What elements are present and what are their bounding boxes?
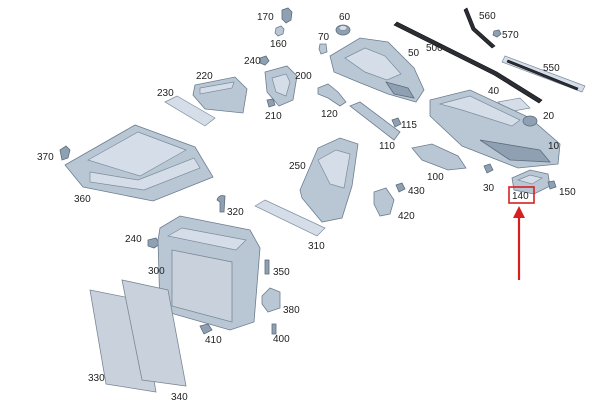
part-120-pipe[interactable]: [317, 83, 347, 107]
part-400-screw[interactable]: [271, 323, 277, 335]
part-250-panel[interactable]: [299, 137, 359, 223]
part-150-clip[interactable]: [547, 180, 557, 190]
label-560: 560: [479, 11, 496, 22]
label-140: 140: [512, 191, 529, 202]
label-570: 570: [502, 30, 519, 41]
label-400: 400: [273, 334, 290, 345]
part-240-clip-lower[interactable]: [147, 237, 161, 249]
label-110: 110: [379, 141, 395, 152]
label-170: 170: [257, 12, 274, 23]
label-150: 150: [559, 187, 576, 198]
label-20: 20: [543, 111, 555, 122]
label-120: 120: [321, 109, 338, 120]
highlight-box: [508, 186, 535, 204]
part-110-pipe[interactable]: [349, 101, 401, 141]
part-140-bracket[interactable]: [511, 169, 551, 195]
label-30: 30: [483, 183, 495, 194]
highlight-140[interactable]: 140: [508, 186, 535, 204]
part-10-panel[interactable]: [429, 89, 561, 169]
label-250: 250: [289, 161, 306, 172]
part-30-clip[interactable]: [483, 163, 494, 174]
label-380: 380: [283, 305, 300, 316]
label-340: 340: [171, 392, 188, 403]
part-220-duct[interactable]: [192, 76, 248, 114]
label-160: 160: [270, 39, 287, 50]
label-330: 330: [88, 373, 105, 384]
part-340-filter[interactable]: [121, 279, 187, 387]
part-115-clip[interactable]: [391, 117, 402, 128]
label-410: 410: [205, 335, 222, 346]
label-115: 115: [401, 120, 417, 131]
part-210-clip[interactable]: [266, 98, 276, 108]
part-360-frame[interactable]: [64, 124, 214, 202]
part-560-seal[interactable]: [463, 7, 496, 49]
label-310: 310: [308, 241, 325, 252]
label-50: 50: [408, 48, 420, 59]
label-360: 360: [74, 194, 91, 205]
part-430-clip[interactable]: [395, 182, 406, 193]
part-200-bracket[interactable]: [264, 65, 298, 107]
part-100-duct[interactable]: [411, 143, 467, 171]
label-500: 500: [426, 43, 443, 54]
label-10: 10: [548, 141, 560, 152]
part-380-clamp[interactable]: [261, 287, 281, 313]
label-230: 230: [157, 88, 174, 99]
part-410-clip[interactable]: [199, 323, 213, 335]
part-500-seal[interactable]: [393, 21, 543, 104]
label-300: 300: [148, 266, 165, 277]
part-70-bracket[interactable]: [318, 43, 328, 55]
part-300-box[interactable]: [157, 215, 261, 331]
label-240a: 240: [244, 56, 261, 67]
label-200: 200: [295, 71, 312, 82]
label-320: 320: [227, 207, 244, 218]
part-570-clip[interactable]: [492, 29, 502, 38]
part-160-clip[interactable]: [274, 25, 285, 37]
label-550: 550: [543, 63, 560, 74]
part-50-cowl-panel[interactable]: [329, 37, 425, 103]
label-240b: 240: [125, 234, 142, 245]
part-350-screw[interactable]: [264, 259, 270, 275]
part-60-cap[interactable]: [335, 24, 351, 36]
part-550-strip[interactable]: [501, 55, 586, 93]
label-100: 100: [427, 172, 444, 183]
label-210: 210: [265, 111, 282, 122]
label-40: 40: [488, 86, 500, 97]
part-240-clip-upper[interactable]: [259, 55, 270, 66]
label-350: 350: [273, 267, 290, 278]
part-20-cap[interactable]: [522, 115, 538, 127]
label-70: 70: [318, 32, 330, 43]
label-60: 60: [339, 12, 351, 23]
part-170-clip[interactable]: [281, 7, 293, 24]
label-370: 370: [37, 152, 54, 163]
label-420: 420: [398, 211, 415, 222]
part-420-bracket[interactable]: [373, 187, 395, 217]
part-370-clip[interactable]: [59, 145, 71, 161]
part-230-trim[interactable]: [164, 95, 216, 127]
label-430: 430: [408, 186, 425, 197]
part-320-hook[interactable]: [216, 195, 226, 213]
part-310-strip[interactable]: [254, 199, 326, 237]
label-220: 220: [196, 71, 213, 82]
highlight-arrow: [513, 206, 525, 280]
